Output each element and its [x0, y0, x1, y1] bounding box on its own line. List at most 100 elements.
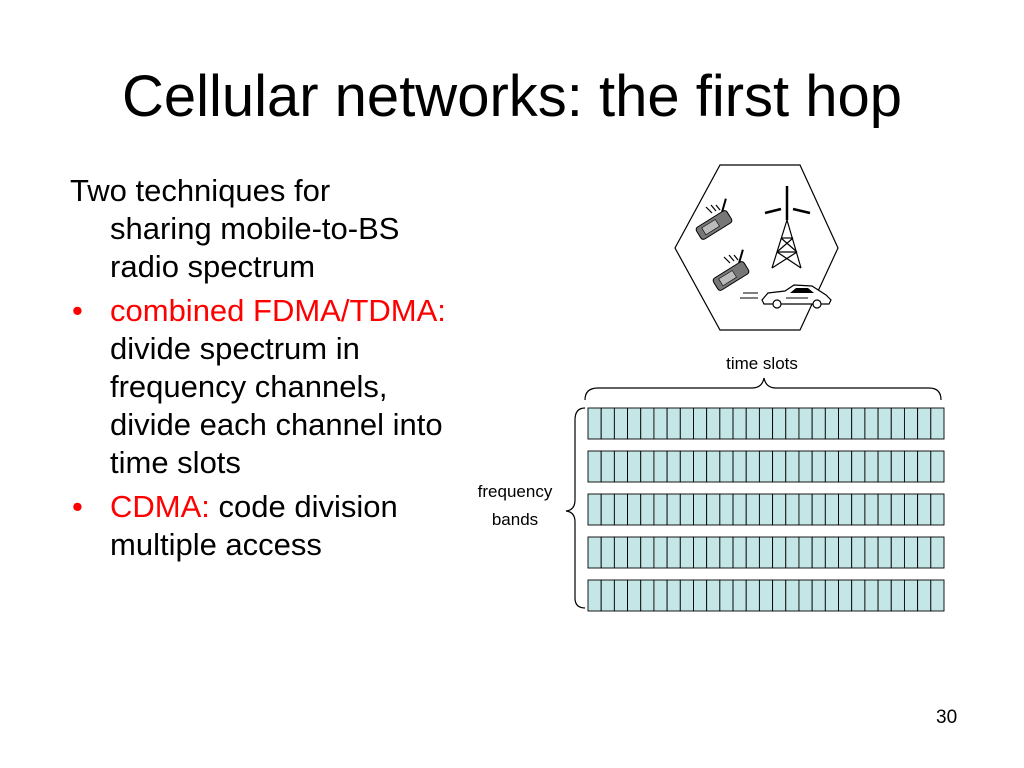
time-slot	[745, 493, 760, 526]
time-slot	[745, 407, 760, 440]
time-slot	[706, 450, 721, 483]
bullet-symbol: •	[72, 293, 83, 328]
time-slot	[877, 450, 892, 483]
frequency-label: frequency	[478, 482, 553, 501]
radio-wave-icon	[705, 204, 721, 214]
time-slot	[930, 450, 945, 483]
time-slot	[640, 407, 655, 440]
bands-label: bands	[492, 510, 538, 529]
time-slot	[600, 407, 615, 440]
frequency-band	[587, 536, 945, 569]
time-slots-label: time slots	[726, 354, 798, 373]
time-slot	[890, 407, 905, 440]
time-slot	[903, 536, 919, 569]
frequency-bands-brace	[565, 407, 586, 609]
time-slot	[811, 536, 826, 569]
time-slot	[666, 493, 681, 526]
time-slot	[851, 579, 866, 612]
time-slot	[640, 450, 655, 483]
bullet-line: time slots	[110, 445, 241, 480]
time-slot	[666, 579, 681, 612]
time-slot	[640, 579, 655, 612]
time-slot	[732, 579, 747, 612]
time-slot	[903, 407, 919, 440]
time-slot	[719, 407, 734, 440]
time-slot	[693, 493, 708, 526]
time-slot	[732, 407, 747, 440]
time-slot	[917, 536, 932, 569]
time-slot	[785, 407, 800, 440]
time-slot	[640, 493, 655, 526]
time-slot	[758, 536, 774, 569]
time-slot	[772, 407, 787, 440]
time-slot	[732, 536, 747, 569]
slide-body: Two techniques for sharing mobile-to-BS …	[70, 172, 570, 564]
time-slot	[706, 536, 721, 569]
time-slot	[851, 407, 866, 440]
time-slot	[838, 536, 853, 569]
time-slot	[798, 493, 813, 526]
time-slot	[785, 536, 800, 569]
time-slot	[587, 536, 602, 569]
time-slot	[758, 579, 774, 612]
slide-title: Cellular networks: the first hop	[121, 64, 903, 129]
bullet-line: frequency channels,	[110, 369, 388, 404]
time-slot	[798, 536, 813, 569]
time-slot	[627, 579, 642, 612]
frequency-band	[587, 407, 945, 440]
time-slot	[890, 450, 905, 483]
time-slot	[890, 579, 905, 612]
time-slot	[719, 536, 734, 569]
time-slot	[693, 450, 708, 483]
time-slot	[824, 579, 839, 612]
time-slot	[864, 536, 879, 569]
time-slot	[653, 536, 668, 569]
time-slot	[864, 579, 879, 612]
time-slot	[679, 579, 694, 612]
time-slot	[666, 536, 681, 569]
time-slot	[587, 450, 602, 483]
slide-number: 30	[936, 707, 958, 728]
time-slot	[745, 579, 760, 612]
time-slot	[679, 407, 694, 440]
time-slot	[600, 579, 615, 612]
time-slot	[693, 407, 708, 440]
time-slot	[745, 450, 760, 483]
time-slot	[811, 450, 826, 483]
intro-line-3: radio spectrum	[110, 249, 316, 284]
intro-line-1: Two techniques for	[70, 173, 331, 208]
time-slot	[772, 450, 787, 483]
time-slot	[758, 493, 774, 526]
time-slot	[824, 407, 839, 440]
time-slot	[838, 450, 853, 483]
time-slot	[864, 493, 879, 526]
time-slot	[930, 536, 945, 569]
time-slot	[758, 407, 774, 440]
bullet-symbol: •	[72, 489, 83, 524]
time-slot	[890, 536, 905, 569]
time-slot	[640, 536, 655, 569]
time-slot	[877, 536, 892, 569]
frequency-band	[587, 493, 945, 526]
time-slot	[627, 450, 642, 483]
time-slot	[930, 579, 945, 612]
time-slot	[785, 450, 800, 483]
time-slot	[903, 579, 919, 612]
bullet-fdma-tdma: • combined FDMA/TDMA: divide spectrum in…	[70, 292, 570, 482]
time-slot	[613, 407, 629, 440]
time-slot	[587, 579, 602, 612]
time-slot	[838, 579, 853, 612]
intro-line-2: sharing mobile-to-BS	[110, 211, 400, 246]
time-slot	[811, 579, 826, 612]
time-slot	[719, 450, 734, 483]
time-slot	[613, 450, 629, 483]
time-slot	[666, 450, 681, 483]
time-slot	[824, 536, 839, 569]
time-slot	[851, 450, 866, 483]
time-slot	[877, 579, 892, 612]
frequency-band	[587, 450, 945, 483]
time-slot	[917, 579, 932, 612]
time-slots-brace	[584, 377, 942, 401]
time-slot	[824, 493, 839, 526]
time-slot	[798, 450, 813, 483]
